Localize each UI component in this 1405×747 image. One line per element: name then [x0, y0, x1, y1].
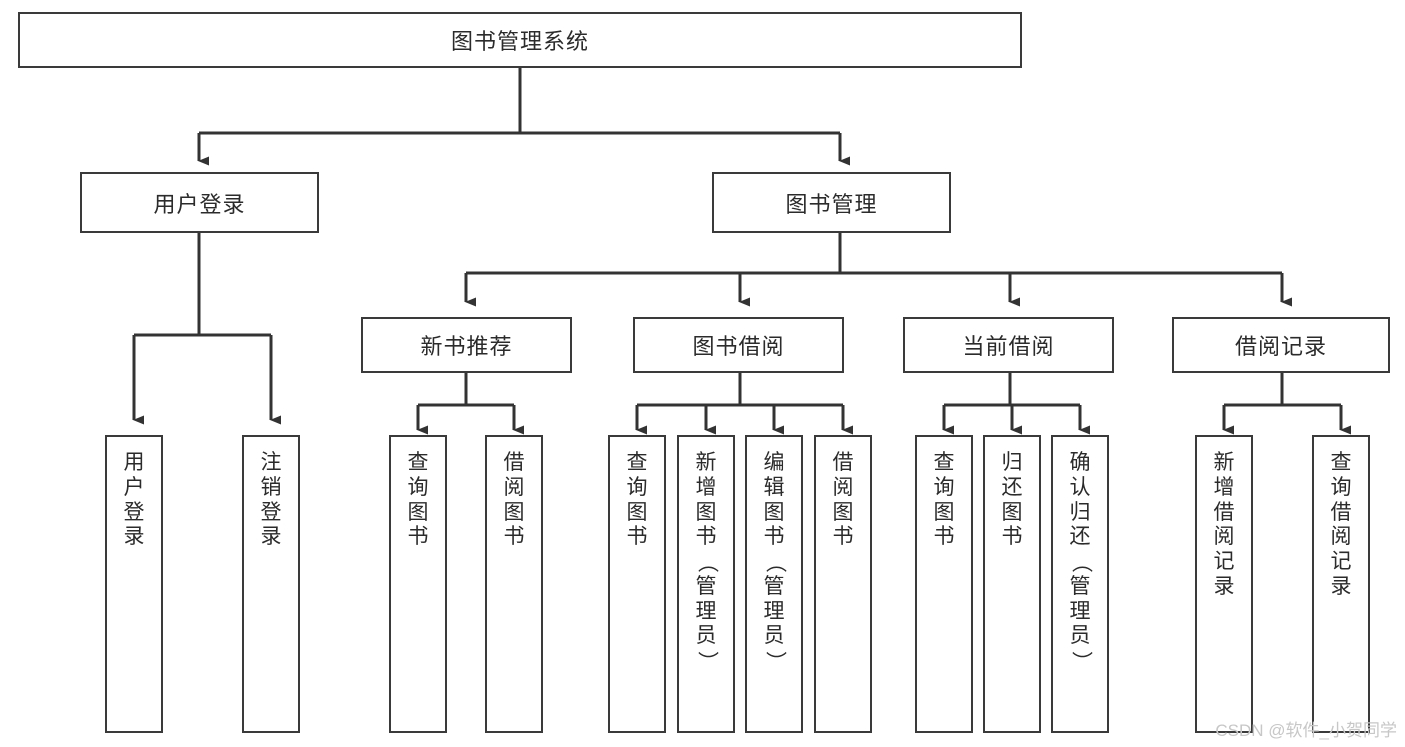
node-label: 编辑图书（管理员） — [763, 451, 787, 673]
leaf-book-borrow-add[interactable]: 新增图书（管理员） — [677, 435, 735, 733]
node-book-management[interactable]: 图书管理 — [712, 172, 951, 233]
leaf-user-login-logout[interactable]: 注销登录 — [242, 435, 300, 733]
node-label: 用户登录 — [153, 191, 246, 217]
node-label: 查询图书 — [626, 451, 648, 549]
node-root-system[interactable]: 图书管理系统 — [18, 12, 1022, 68]
leaf-user-login-login[interactable]: 用户登录 — [105, 435, 163, 733]
node-user-login[interactable]: 用户登录 — [80, 172, 319, 233]
node-label: 查询借阅记录 — [1330, 451, 1352, 598]
leaf-new-book-borrow[interactable]: 借阅图书 — [485, 435, 543, 733]
leaf-new-book-query[interactable]: 查询图书 — [389, 435, 447, 733]
leaf-book-borrow-borrow[interactable]: 借阅图书 — [814, 435, 872, 733]
leaf-current-borrow-confirm-return[interactable]: 确认归还（管理员） — [1051, 435, 1109, 733]
node-label: 归还图书 — [1001, 451, 1023, 549]
leaf-book-borrow-query[interactable]: 查询图书 — [608, 435, 666, 733]
leaf-borrow-record-query[interactable]: 查询借阅记录 — [1312, 435, 1370, 733]
node-label: 图书管理系统 — [450, 29, 589, 54]
node-label: 借阅记录 — [1234, 334, 1327, 359]
node-label: 查询图书 — [407, 451, 429, 549]
node-current-borrow[interactable]: 当前借阅 — [903, 317, 1114, 373]
node-label: 图书管理 — [785, 191, 878, 217]
leaf-borrow-record-add[interactable]: 新增借阅记录 — [1195, 435, 1253, 733]
leaf-current-borrow-return[interactable]: 归还图书 — [983, 435, 1041, 733]
node-label: 确认归还（管理员） — [1069, 451, 1093, 673]
node-label: 新增借阅记录 — [1213, 451, 1235, 598]
csdn-watermark: CSDN @软件_小贺同学 — [1215, 721, 1397, 740]
node-label: 借阅图书 — [503, 451, 525, 549]
node-label: 新增图书（管理员） — [695, 451, 719, 673]
node-book-borrow[interactable]: 图书借阅 — [633, 317, 844, 373]
node-new-book-recommend[interactable]: 新书推荐 — [361, 317, 572, 373]
node-label: 注销登录 — [260, 451, 282, 549]
node-label: 借阅图书 — [832, 451, 854, 549]
node-label: 查询图书 — [933, 451, 955, 549]
node-label: 当前借阅 — [962, 334, 1055, 359]
node-label: 新书推荐 — [420, 334, 513, 359]
leaf-book-borrow-edit[interactable]: 编辑图书（管理员） — [745, 435, 803, 733]
leaf-current-borrow-query[interactable]: 查询图书 — [915, 435, 973, 733]
node-label: 图书借阅 — [692, 334, 785, 359]
node-borrow-record[interactable]: 借阅记录 — [1172, 317, 1390, 373]
node-label: 用户登录 — [123, 451, 145, 549]
